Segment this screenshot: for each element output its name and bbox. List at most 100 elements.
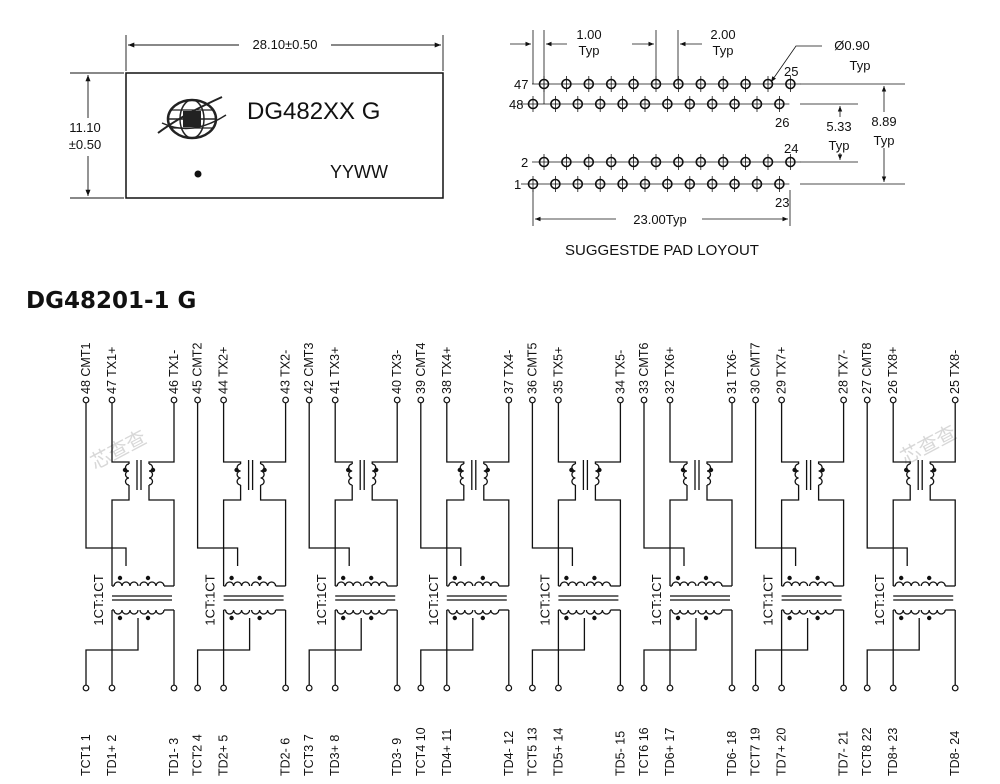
pin-terminal	[666, 396, 674, 404]
pin-terminal	[889, 684, 897, 692]
pin-terminal	[728, 396, 736, 404]
width-dim-label: 28.10±0.50	[253, 37, 318, 52]
pad	[785, 76, 796, 92]
pin-terminal	[529, 396, 536, 404]
pin-label-bottom: TD3- 9	[390, 738, 404, 776]
coil-winding	[794, 463, 799, 486]
pin-terminal	[282, 684, 290, 692]
pin-label-top: 34 TX5-	[613, 350, 627, 394]
coil-winding	[362, 581, 388, 587]
polarity-dot	[341, 615, 346, 621]
hole-dia-label: Ø0.90	[834, 38, 869, 53]
polarity-dot	[815, 575, 820, 581]
pad-pin-25: 25	[784, 64, 798, 79]
coil-winding	[595, 463, 600, 486]
polarity-dot	[150, 467, 156, 473]
gap-dim-label: 5.33	[826, 119, 851, 134]
pin-label-bottom: TD5- 15	[613, 731, 627, 776]
pin-label-bottom: TCT1 1	[79, 734, 93, 776]
pad-layout-view: 1.00 Typ 2.00 Typ Ø0.90 Typ 5.33 Typ 8.8…	[509, 27, 905, 259]
coil-winding	[671, 581, 697, 587]
height-dim-value: 11.10	[69, 120, 101, 135]
polarity-dot	[820, 467, 825, 473]
pin-label-top: 36 CMT5	[525, 343, 539, 394]
coil-winding	[250, 609, 277, 615]
pin-terminal	[889, 396, 897, 404]
pin-terminal	[443, 684, 451, 692]
date-code: YYWW	[330, 162, 388, 182]
polarity-dot	[229, 575, 234, 581]
coil-winding	[362, 609, 388, 615]
coil-winding	[920, 609, 946, 615]
coil-winding	[474, 581, 500, 587]
hole-dia-typ: Typ	[850, 58, 871, 73]
coil-winding	[920, 581, 946, 587]
package-outline-view: 28.10±0.50 11.10 ±0.50 DG482XX G YYWW	[62, 35, 444, 199]
pin-label-top: 44 TX2+	[217, 347, 231, 394]
pin-terminal	[170, 396, 178, 404]
pin-label-top: 32 TX6+	[663, 347, 677, 394]
pin-label-bottom: TD4+ 11	[440, 729, 454, 776]
span-dim-typ: Typ	[874, 133, 895, 148]
pad-pin-47: 47	[514, 77, 528, 92]
pad	[740, 76, 751, 92]
pin-terminal	[82, 396, 90, 404]
pin-label-bottom: TD1+ 2	[105, 735, 119, 776]
pad-rows	[521, 76, 801, 192]
pitch-dim-label: 1.00	[576, 27, 601, 42]
polarity-dot	[927, 575, 932, 581]
pin-terminal	[108, 684, 116, 692]
pin-terminal	[666, 684, 674, 692]
pin-terminal	[863, 396, 871, 404]
coil-winding	[930, 463, 935, 486]
pad	[785, 154, 796, 170]
pin-terminal	[555, 396, 562, 404]
pin-terminal	[728, 684, 736, 692]
coil-winding	[782, 609, 809, 615]
pad	[594, 176, 606, 192]
pin-terminal	[417, 396, 425, 404]
polarity-dot	[457, 467, 462, 473]
pin-label-top: 35 TX5+	[551, 347, 565, 394]
polarity-dot	[787, 575, 792, 581]
ratio-label: 1CT:1CT	[872, 574, 887, 625]
pin-terminal	[417, 684, 425, 692]
pin1-indicator-dot	[194, 170, 202, 178]
pad	[717, 76, 729, 92]
pin-label-top: 30 CMT7	[749, 343, 763, 394]
pin-terminal	[194, 396, 202, 404]
pin-terminal	[840, 684, 847, 692]
pad	[751, 176, 763, 192]
ratio-label: 1CT:1CT	[91, 574, 106, 625]
pin-label-top: 45 CMT2	[191, 343, 205, 394]
pad-pin-26: 26	[775, 115, 789, 130]
pad	[717, 154, 729, 170]
pad	[583, 154, 595, 170]
coil-winding	[250, 581, 277, 587]
polarity-dot	[564, 575, 569, 581]
pin-terminal	[331, 684, 339, 692]
pad	[695, 76, 707, 92]
polarity-dot	[708, 467, 714, 473]
pad	[639, 96, 651, 112]
coil-winding	[459, 463, 464, 486]
pin-terminal	[82, 684, 90, 692]
pin-label-bottom: TD6+ 17	[663, 728, 677, 776]
pin-label-top: 40 TX3-	[390, 350, 404, 394]
pin-terminal	[220, 684, 228, 692]
polarity-dot	[374, 467, 379, 473]
polarity-dot	[117, 615, 123, 621]
pin-terminal	[108, 396, 116, 404]
polarity-dot	[257, 615, 262, 621]
pin-label-top: 25 TX8-	[948, 350, 962, 394]
coil-winding	[483, 463, 488, 486]
pin-label-top: 42 CMT3	[302, 343, 316, 394]
gap-dim-typ: Typ	[829, 138, 850, 153]
manufacturer-logo	[157, 96, 227, 140]
coil-winding	[671, 609, 697, 615]
pad-pin-23: 23	[775, 195, 789, 210]
